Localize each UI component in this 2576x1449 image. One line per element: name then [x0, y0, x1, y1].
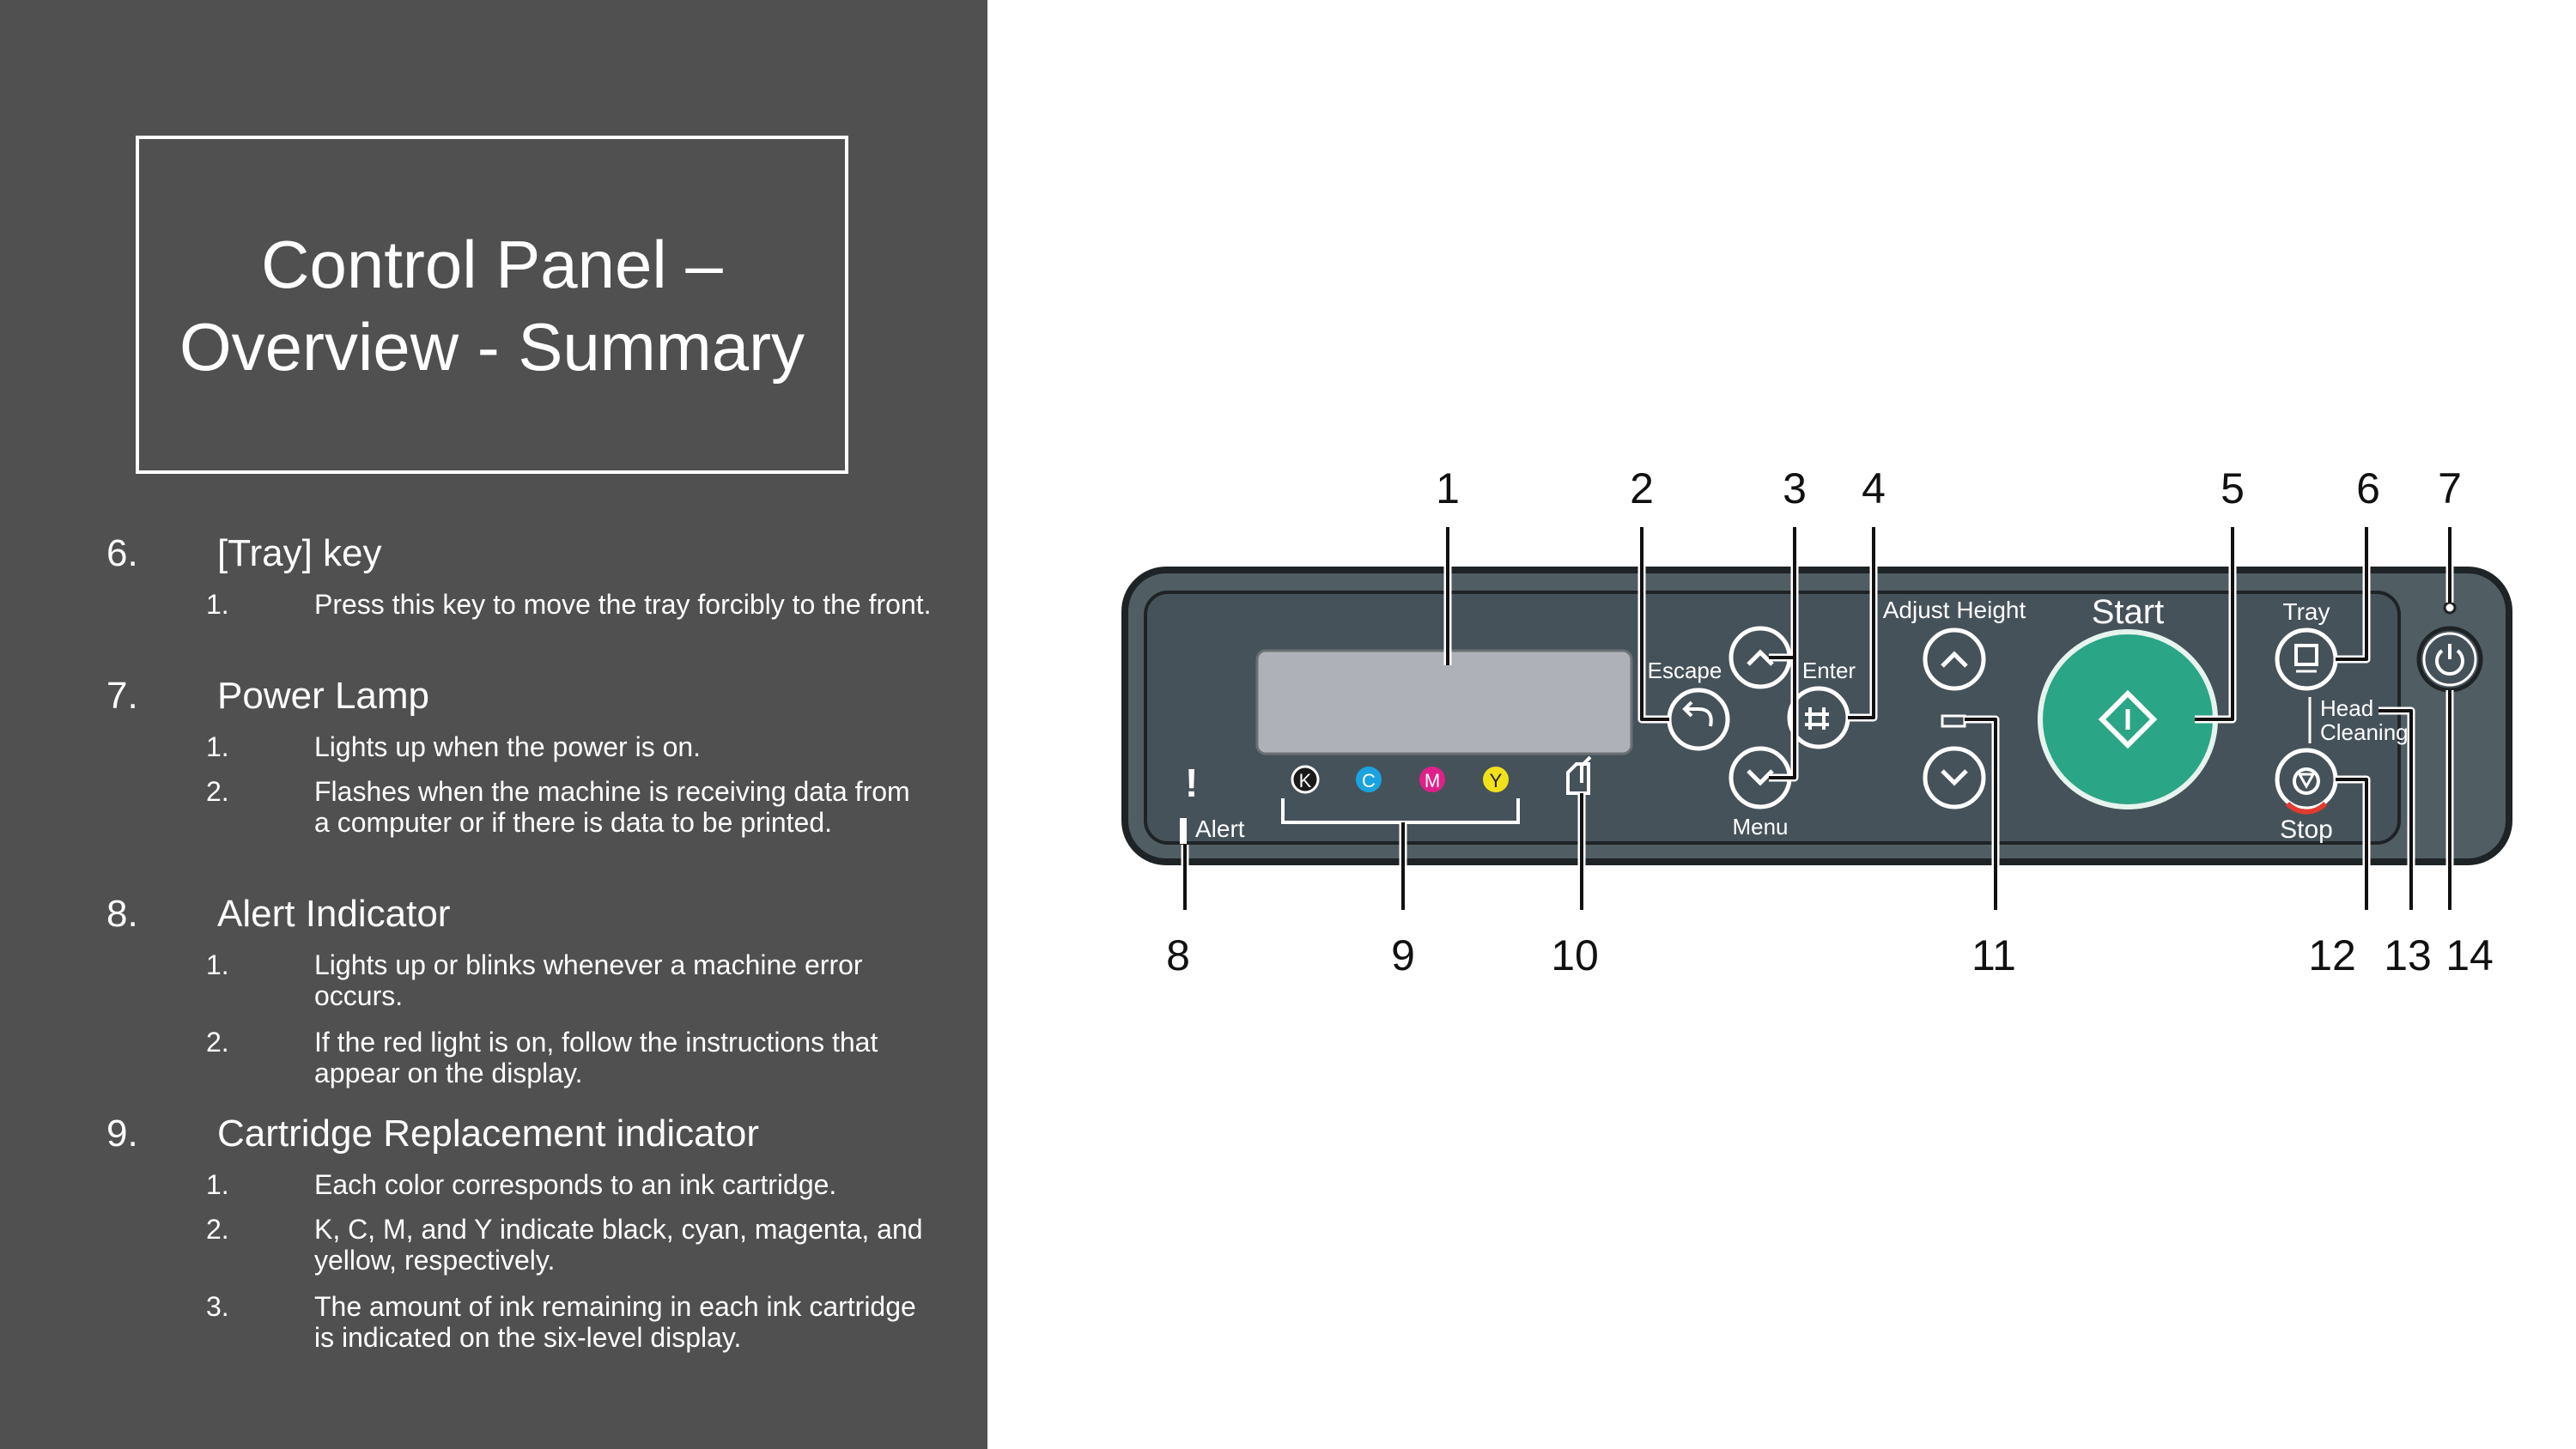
- callout-3: 3: [1783, 464, 1807, 512]
- callout-12: 12: [2308, 931, 2356, 979]
- sub-text: Flashes when the machine is receiving da…: [314, 776, 910, 838]
- slide-title-line2: Overview - Summary: [179, 309, 805, 385]
- tray-button[interactable]: [2275, 627, 2338, 691]
- control-panel-diagram: ! Alert K C M Y Escape Menu Enter: [1121, 464, 2512, 979]
- escape-button[interactable]: [1667, 688, 1730, 751]
- ink-y-icon: [1483, 767, 1509, 792]
- item-number: 7.: [106, 675, 138, 717]
- chevron-up-icon: [1747, 649, 1774, 666]
- callout-10: 10: [1551, 931, 1599, 979]
- down-button[interactable]: [1728, 746, 1792, 809]
- adjust-height-down-button[interactable]: [1923, 746, 1986, 809]
- sub-text: The amount of ink remaining in each ink …: [314, 1291, 916, 1353]
- menu-label: Menu: [1732, 814, 1788, 840]
- ink-indicators: K C M Y: [1291, 765, 1509, 794]
- sub-text: Lights up or blinks whenever a machine e…: [314, 949, 863, 1011]
- callout-2: 2: [1630, 464, 1654, 512]
- sub-text: If the red light is on, follow the instr…: [314, 1027, 878, 1088]
- start-diamond-icon: [2098, 689, 2158, 749]
- item-number: 9.: [106, 1113, 138, 1155]
- adjust-height-label: Adjust Height: [1883, 597, 2026, 623]
- sub-number: 1.: [206, 731, 229, 762]
- stop-icon: [2292, 767, 2320, 795]
- item-number: 6.: [106, 532, 138, 574]
- sub-number: 2.: [206, 1027, 229, 1058]
- callout-7: 7: [2438, 464, 2462, 512]
- ink-m-icon: [1419, 767, 1445, 792]
- sub-number: 1.: [206, 1169, 229, 1200]
- callout-9: 9: [1391, 931, 1415, 979]
- stop-label: Stop: [2280, 815, 2333, 844]
- callout-14: 14: [2445, 931, 2494, 979]
- tray-label: Tray: [2283, 598, 2330, 625]
- tray-icon: [2294, 644, 2318, 666]
- chevron-up-icon: [1941, 651, 1968, 668]
- hash-icon: [1805, 707, 1829, 730]
- callout-8: 8: [1166, 931, 1190, 979]
- item-number: 8.: [106, 893, 138, 935]
- alert-label: Alert: [1195, 815, 1245, 842]
- start-label: Start: [2092, 593, 2164, 631]
- ink-y-label: Y: [1490, 770, 1503, 791]
- alert-lamp: [1180, 818, 1187, 844]
- callout-lines: [1183, 527, 2451, 910]
- sub-text: Lights up when the power is on.: [314, 731, 702, 762]
- lcd-display: [1255, 649, 1633, 755]
- item-heading: Power Lamp: [217, 675, 430, 717]
- sub-number: 1.: [206, 949, 229, 980]
- ink-c-icon: [1356, 767, 1382, 792]
- callout-5: 5: [2221, 464, 2245, 512]
- start-button[interactable]: [2038, 629, 2218, 809]
- chevron-down-icon: [1747, 769, 1774, 786]
- alert-mark: !: [1185, 761, 1198, 805]
- callout-1: 1: [1436, 464, 1460, 512]
- sub-text: K, C, M, and Y indicate black, cyan, mag…: [314, 1214, 923, 1276]
- enter-button[interactable]: [1787, 686, 1850, 749]
- callout-4: 4: [1862, 464, 1886, 512]
- sub-number: 3.: [206, 1291, 229, 1322]
- sub-text: Each color corresponds to an ink cartrid…: [314, 1169, 837, 1200]
- item-heading: [Tray] key: [217, 532, 382, 574]
- power-icon: [2435, 644, 2464, 676]
- ink-m-label: M: [1425, 770, 1440, 791]
- up-button[interactable]: [1728, 626, 1792, 689]
- sub-number: 2.: [206, 1214, 229, 1245]
- sub-number: 2.: [206, 776, 229, 807]
- left-panel: Control Panel – Overview - Summary 6. [T…: [0, 0, 987, 1449]
- ink-k-icon: [1291, 765, 1320, 794]
- callout-13: 13: [2384, 931, 2432, 979]
- power-button[interactable]: [2416, 626, 2483, 693]
- enter-label: Enter: [1802, 658, 1856, 683]
- ink-c-label: C: [1362, 770, 1376, 791]
- callout-11: 11: [1971, 931, 2016, 979]
- sub-number: 1.: [206, 589, 229, 620]
- stop-button[interactable]: [2275, 748, 2338, 815]
- stop-lamp: [2285, 801, 2328, 815]
- sub-text: Press this key to move the tray forcibly…: [314, 589, 932, 620]
- power-lamp: [2443, 601, 2457, 615]
- ink-k-label: K: [1299, 770, 1312, 791]
- callout-6: 6: [2356, 464, 2380, 512]
- back-arrow-icon: [1682, 700, 1713, 727]
- chevron-down-icon: [1941, 769, 1968, 786]
- cleaning-label: Cleaning: [2320, 719, 2409, 745]
- escape-label: Escape: [1648, 658, 1722, 683]
- item-heading: Cartridge Replacement indicator: [217, 1113, 759, 1155]
- item-heading: Alert Indicator: [217, 893, 451, 935]
- slide-title-line1: Control Panel –: [261, 227, 723, 302]
- adjust-height-up-button[interactable]: [1923, 627, 1986, 691]
- head-label: Head: [2320, 695, 2373, 721]
- title-box: Control Panel – Overview - Summary: [136, 136, 848, 474]
